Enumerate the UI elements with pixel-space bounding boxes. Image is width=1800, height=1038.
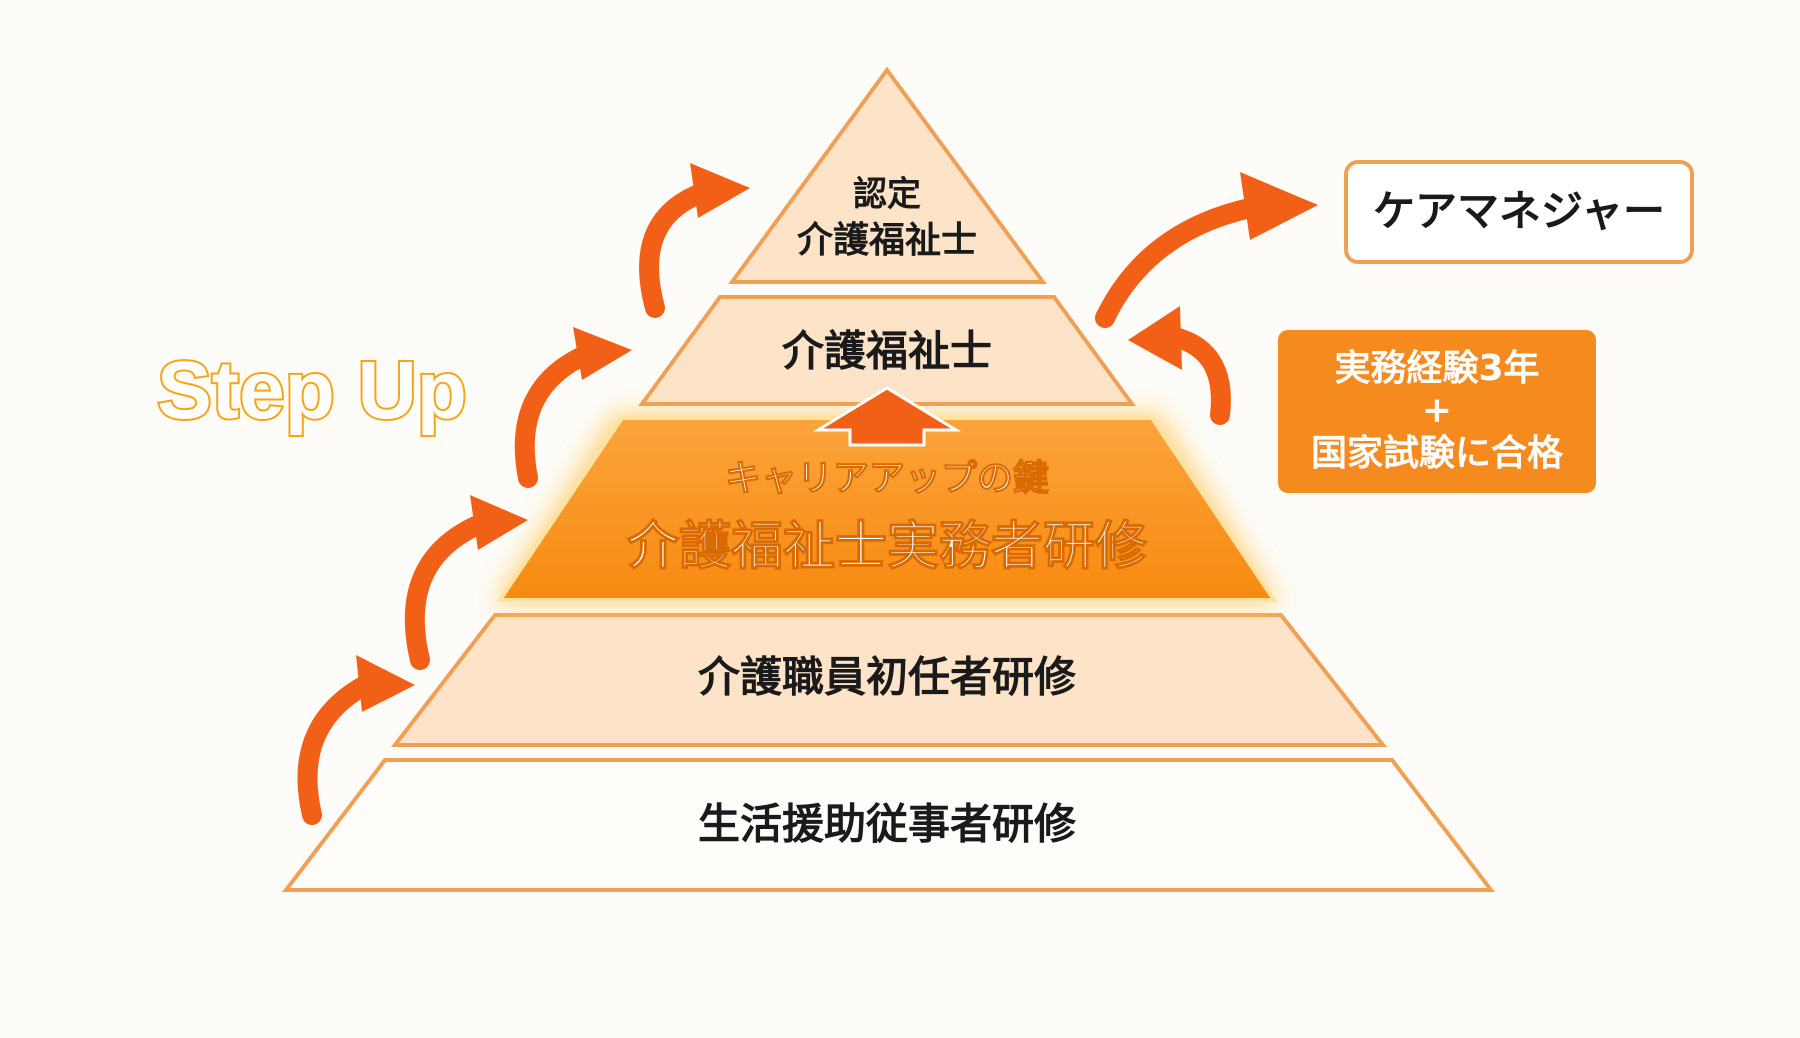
curved-arrow-icon	[297, 670, 385, 825]
arrow-head-icon	[573, 327, 632, 380]
arrow-head-icon	[470, 495, 528, 550]
tier-4-band	[390, 613, 1388, 747]
tier-3-subtitle: キャリアアップの鍵	[725, 457, 1049, 499]
tier-1-band	[728, 66, 1047, 284]
tier-2-band	[638, 295, 1136, 406]
arrow-head-icon	[356, 655, 415, 712]
tier-4-label: 介護職員初任者研修	[698, 653, 1077, 702]
curved-arrow-icon	[639, 180, 720, 318]
tier-2-label: 介護福祉士	[782, 327, 992, 376]
step-arrows	[297, 180, 1275, 825]
requirement-line3: 国家試験に合格	[1311, 433, 1564, 474]
requirement-line1: 実務経験3年	[1334, 348, 1539, 389]
tier-1-label-line2: 介護福祉士	[797, 220, 977, 261]
arrow-head-icon	[1128, 306, 1182, 370]
arrow-heads	[356, 163, 1318, 712]
arrow-head-icon	[1240, 172, 1318, 240]
tier-1-label-line1: 認定	[853, 175, 921, 215]
requirement-box	[1278, 330, 1596, 493]
tier-5-label: 生活援助従事者研修	[698, 800, 1077, 849]
curved-arrow-icon	[514, 342, 602, 488]
care-manager-box	[1344, 160, 1694, 264]
tier-3-band	[496, 416, 1278, 602]
requirement-line2: +	[1422, 390, 1452, 431]
step-up-label: Step Up	[157, 345, 467, 436]
arrow-head-icon	[690, 163, 750, 218]
care-manager-label: ケアマネジャー	[1373, 187, 1665, 236]
curved-arrow-icon	[1095, 195, 1275, 328]
curved-arrow-icon	[404, 510, 500, 670]
tier-3-label: 介護福祉士実務者研修	[627, 517, 1148, 577]
tier-5-band	[281, 758, 1496, 892]
up-arrow-icon	[812, 386, 962, 447]
